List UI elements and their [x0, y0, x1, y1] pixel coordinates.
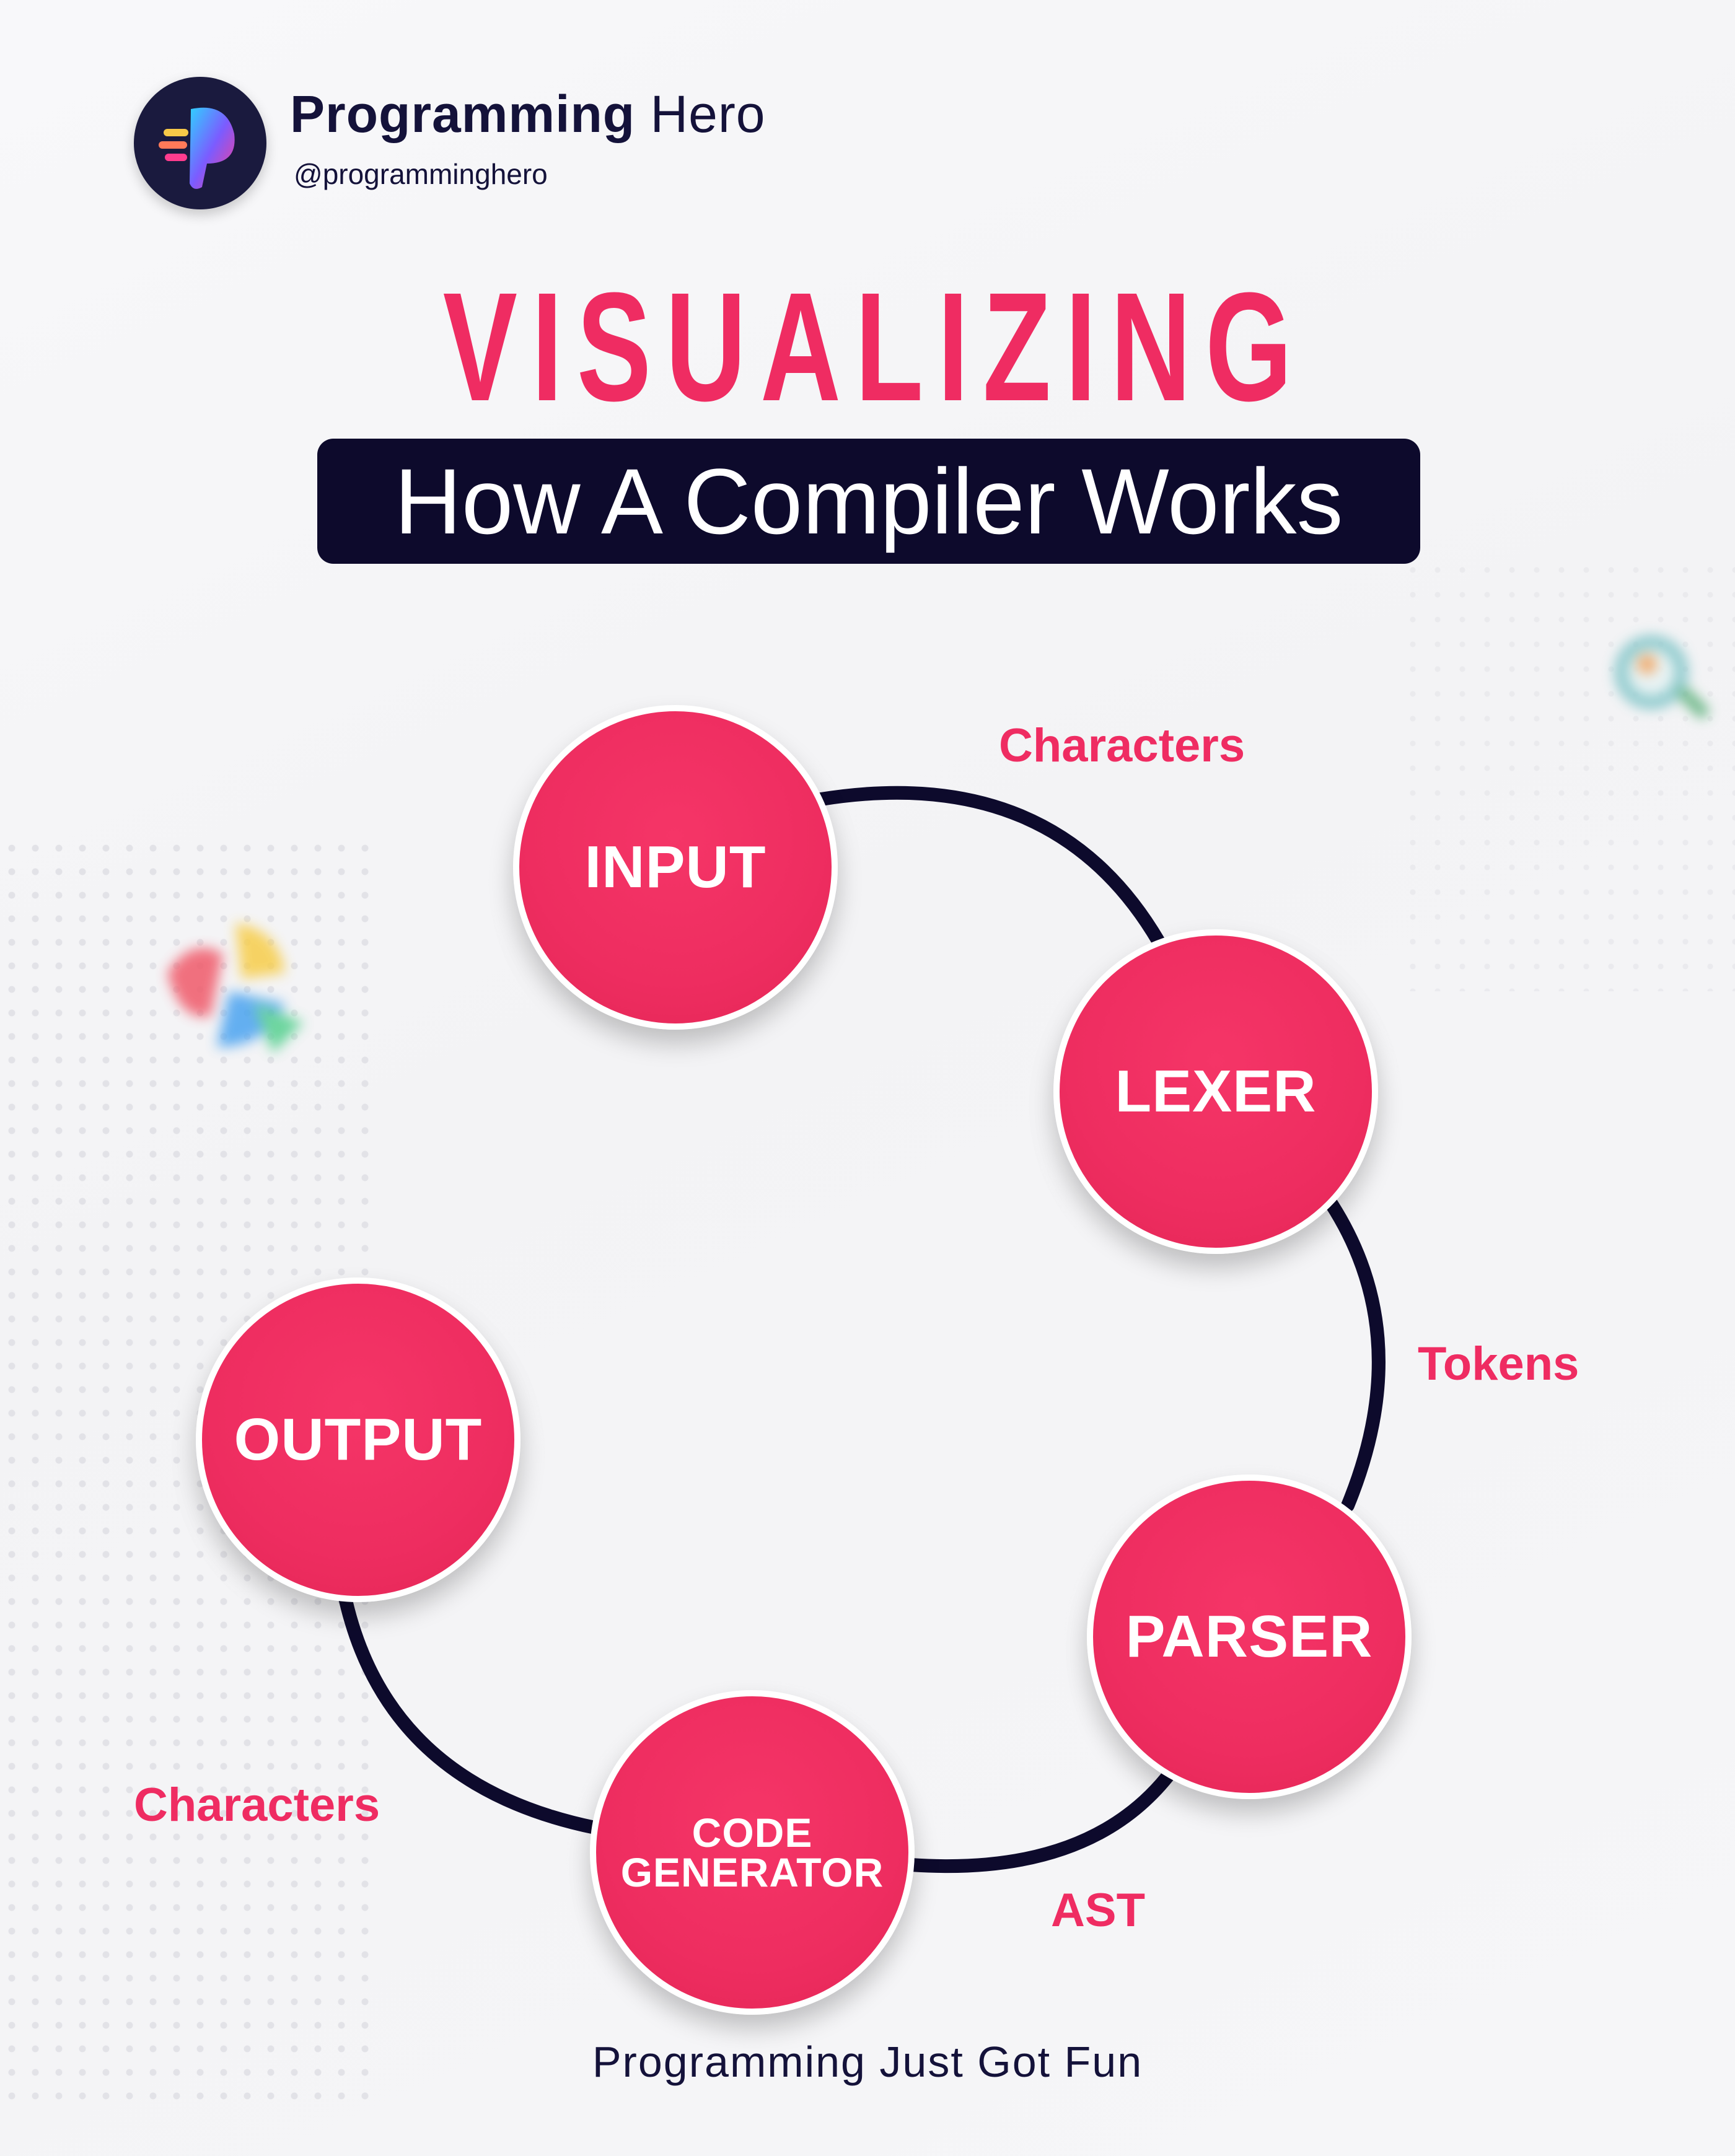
connector-input-lexer	[814, 786, 1166, 949]
brand-logo	[134, 77, 266, 209]
brand-handle: @programminghero	[294, 158, 548, 190]
edge-label-parser-codegen: AST	[1051, 1884, 1145, 1937]
node-output-label: OUTPUT	[234, 1406, 483, 1473]
brand-name-strong: Programming	[290, 85, 636, 143]
node-code-generator: CODE GENERATOR	[590, 1690, 915, 2015]
edge-label-input-lexer: Characters	[999, 719, 1245, 772]
node-output: OUTPUT	[196, 1277, 520, 1602]
node-lexer-label: LEXER	[1115, 1058, 1317, 1124]
node-parser-label: PARSER	[1125, 1603, 1373, 1670]
node-input-label: INPUT	[584, 834, 766, 900]
page-title: VISUALIZING	[442, 260, 1307, 433]
blurred-search-icon	[1614, 635, 1709, 719]
node-input: INPUT	[513, 705, 838, 1030]
tagline: Programming Just Got Fun	[592, 2038, 1143, 2086]
node-lexer: LEXER	[1053, 929, 1378, 1254]
connector-parser-codegen	[904, 1765, 1178, 1873]
subtitle-banner	[317, 439, 1420, 564]
connector-lexer-parser	[1319, 1189, 1386, 1512]
node-code-generator-label: CODE GENERATOR	[620, 1810, 884, 1895]
edge-label-lexer-parser: Tokens	[1418, 1338, 1579, 1390]
page-subtitle: How A Compiler Works	[394, 449, 1343, 553]
brand-name-light: Hero	[650, 85, 766, 143]
node-parser: PARSER	[1087, 1475, 1412, 1799]
brand-name: Programming Hero	[290, 84, 766, 144]
connector-codegen-output	[337, 1585, 602, 1834]
dot-pattern-right	[1400, 558, 1735, 991]
brand-logo-icon	[159, 107, 235, 189]
blurred-colorful-icon	[167, 923, 304, 1053]
edge-label-codegen-output: Characters	[134, 1779, 380, 1831]
